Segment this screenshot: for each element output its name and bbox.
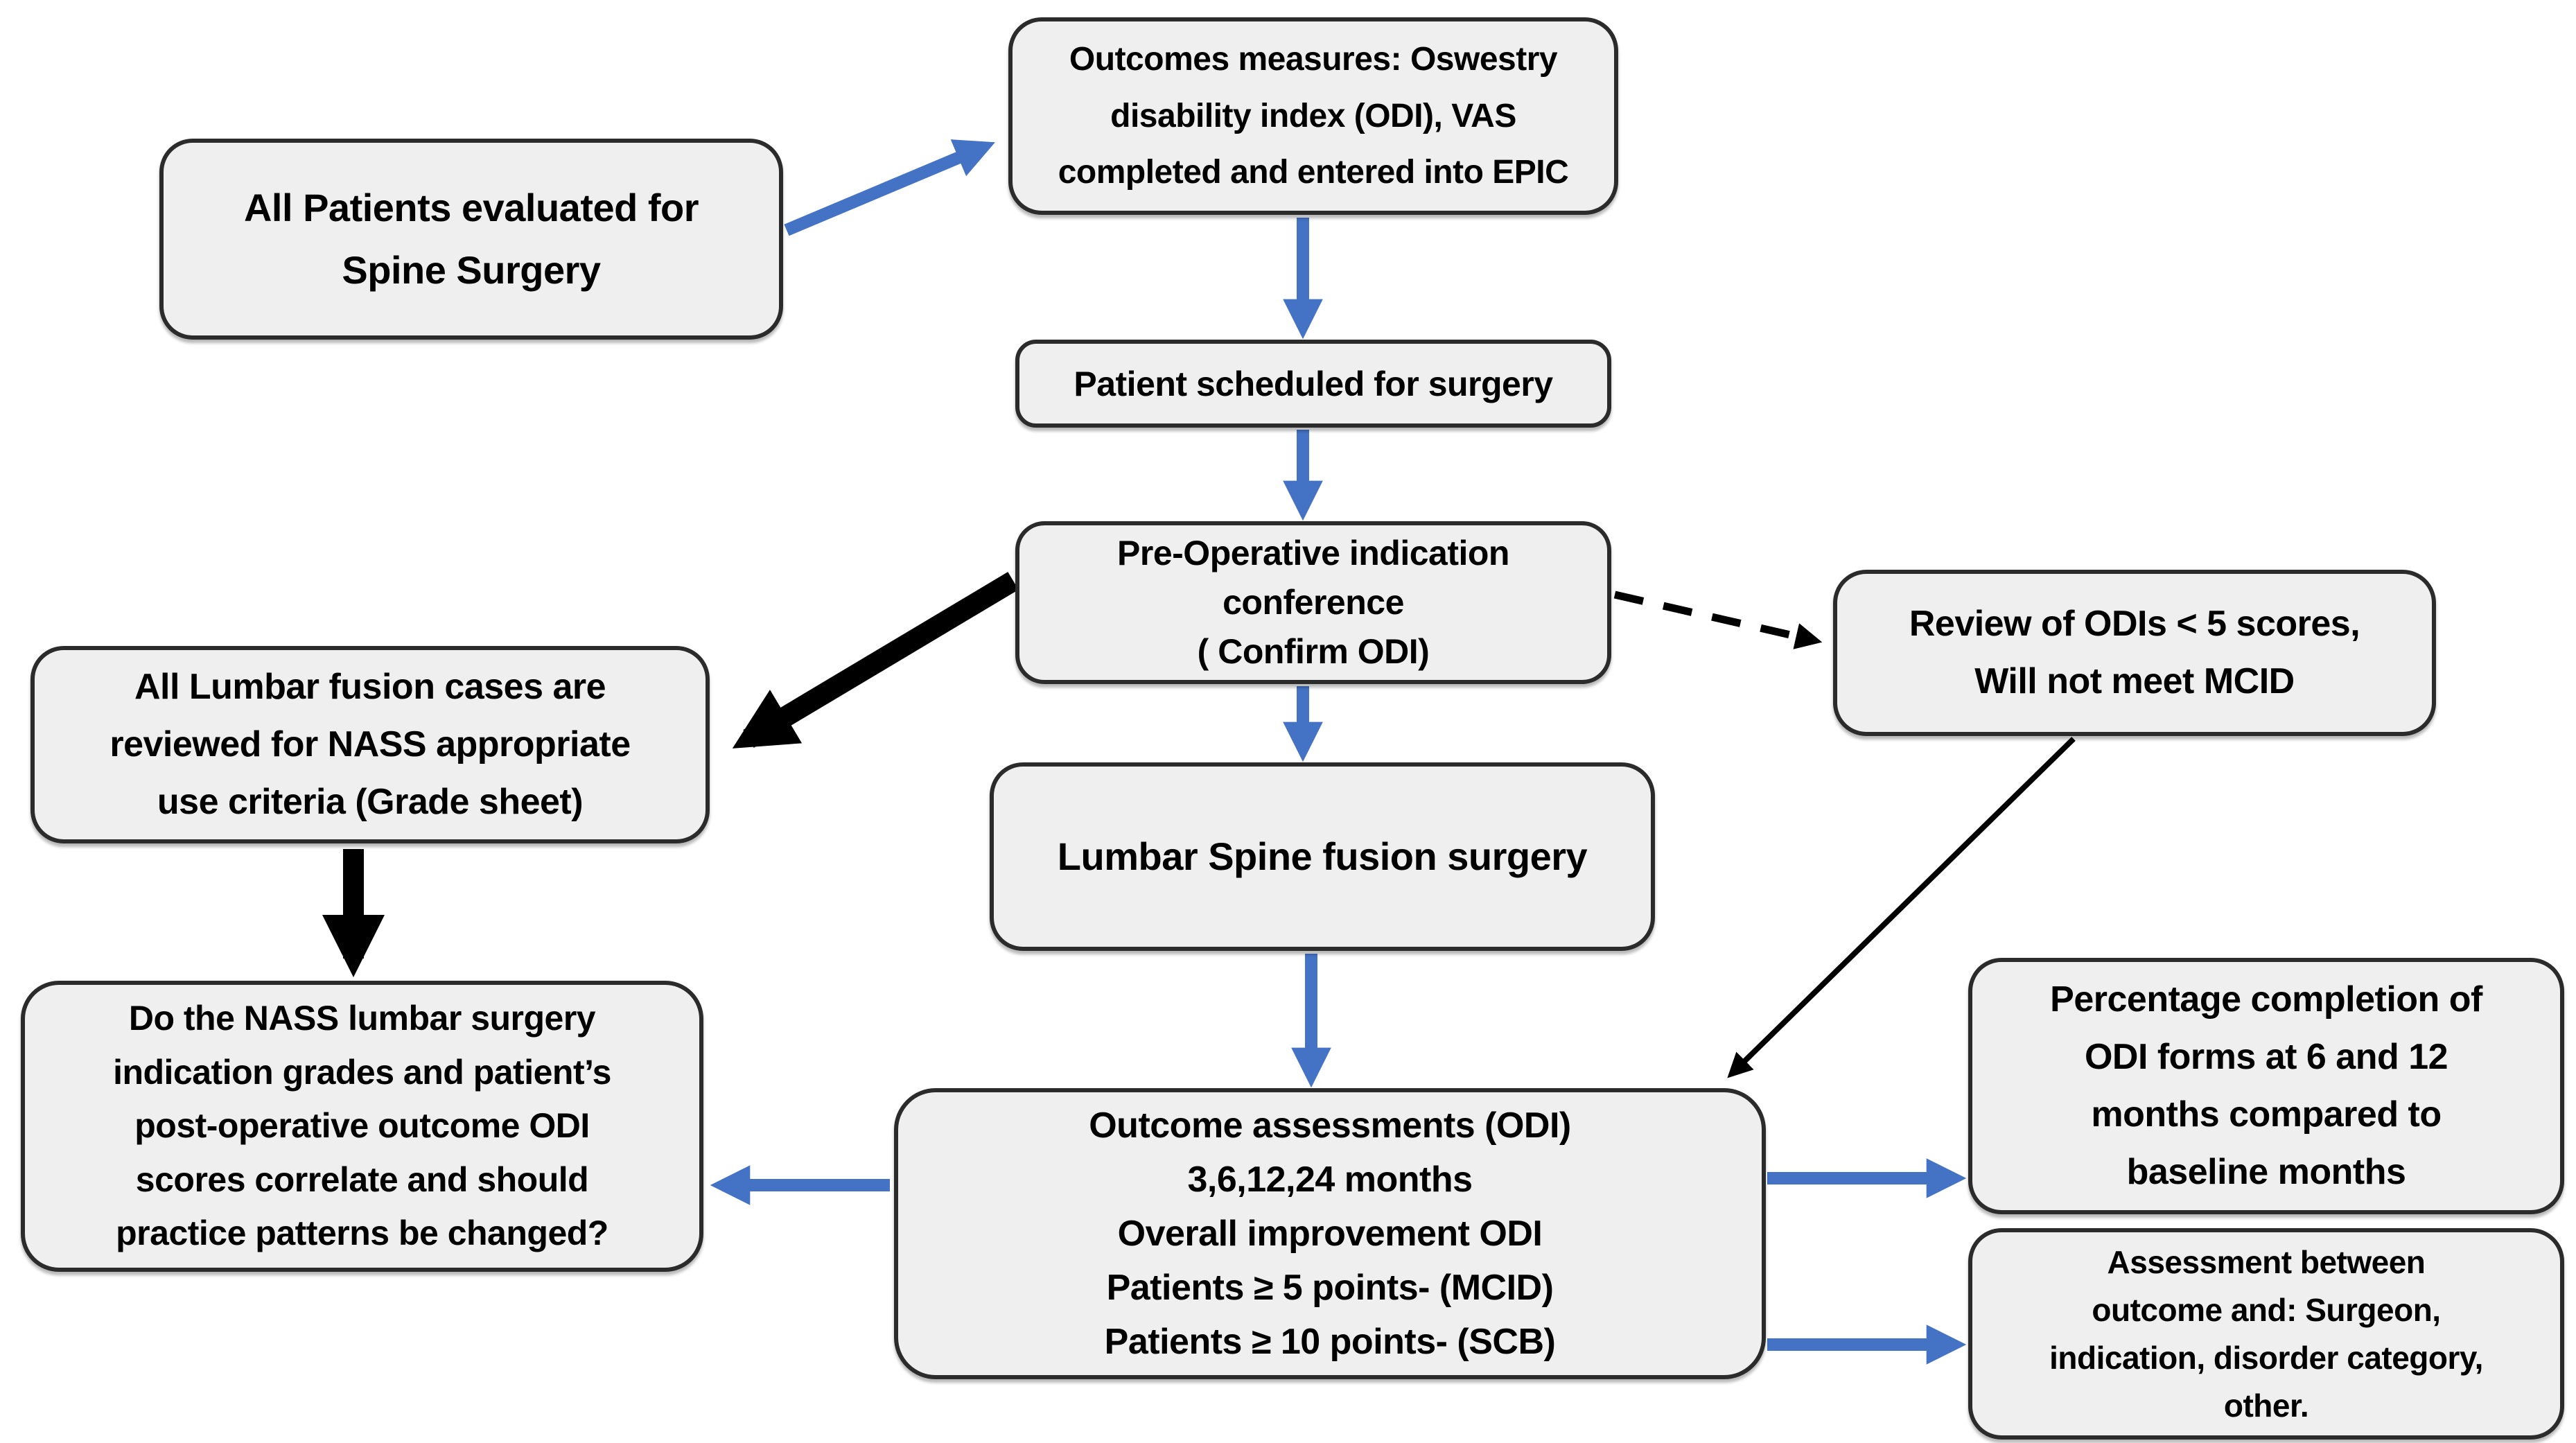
arrow-preop-to-review-dashed [1613,591,1823,649]
node-assessment-between: Assessment between outcome and: Surgeon,… [1968,1228,2564,1440]
node-all-patients: All Patients evaluated for Spine Surgery [159,139,783,340]
node-patient-scheduled: Patient scheduled for surgery [1015,340,1611,428]
arrow-preop-to-lumbar-cases [732,572,1019,749]
node-review-odis: Review of ODIs < 5 scores, Will not meet… [1833,570,2436,736]
node-lumbar-fusion-cases: All Lumbar fusion cases are reviewed for… [30,646,710,843]
node-preop-conference: Pre-Operative indication conference ( Co… [1015,521,1611,684]
node-outcome-assessments: Outcome assessments (ODI) 3,6,12,24 mont… [894,1088,1766,1379]
arrow-review-to-outcome-assess [1727,737,2076,1078]
node-outcomes-measures: Outcomes measures: Oswestry disability i… [1008,17,1618,215]
arrow-patients-to-outcomes [784,139,995,236]
node-percentage-completion: Percentage completion of ODI forms at 6 … [1968,958,2564,1214]
node-fusion-surgery: Lumbar Spine fusion surgery [990,762,1655,951]
node-nass-question: Do the NASS lumbar surgery indication gr… [21,981,703,1272]
